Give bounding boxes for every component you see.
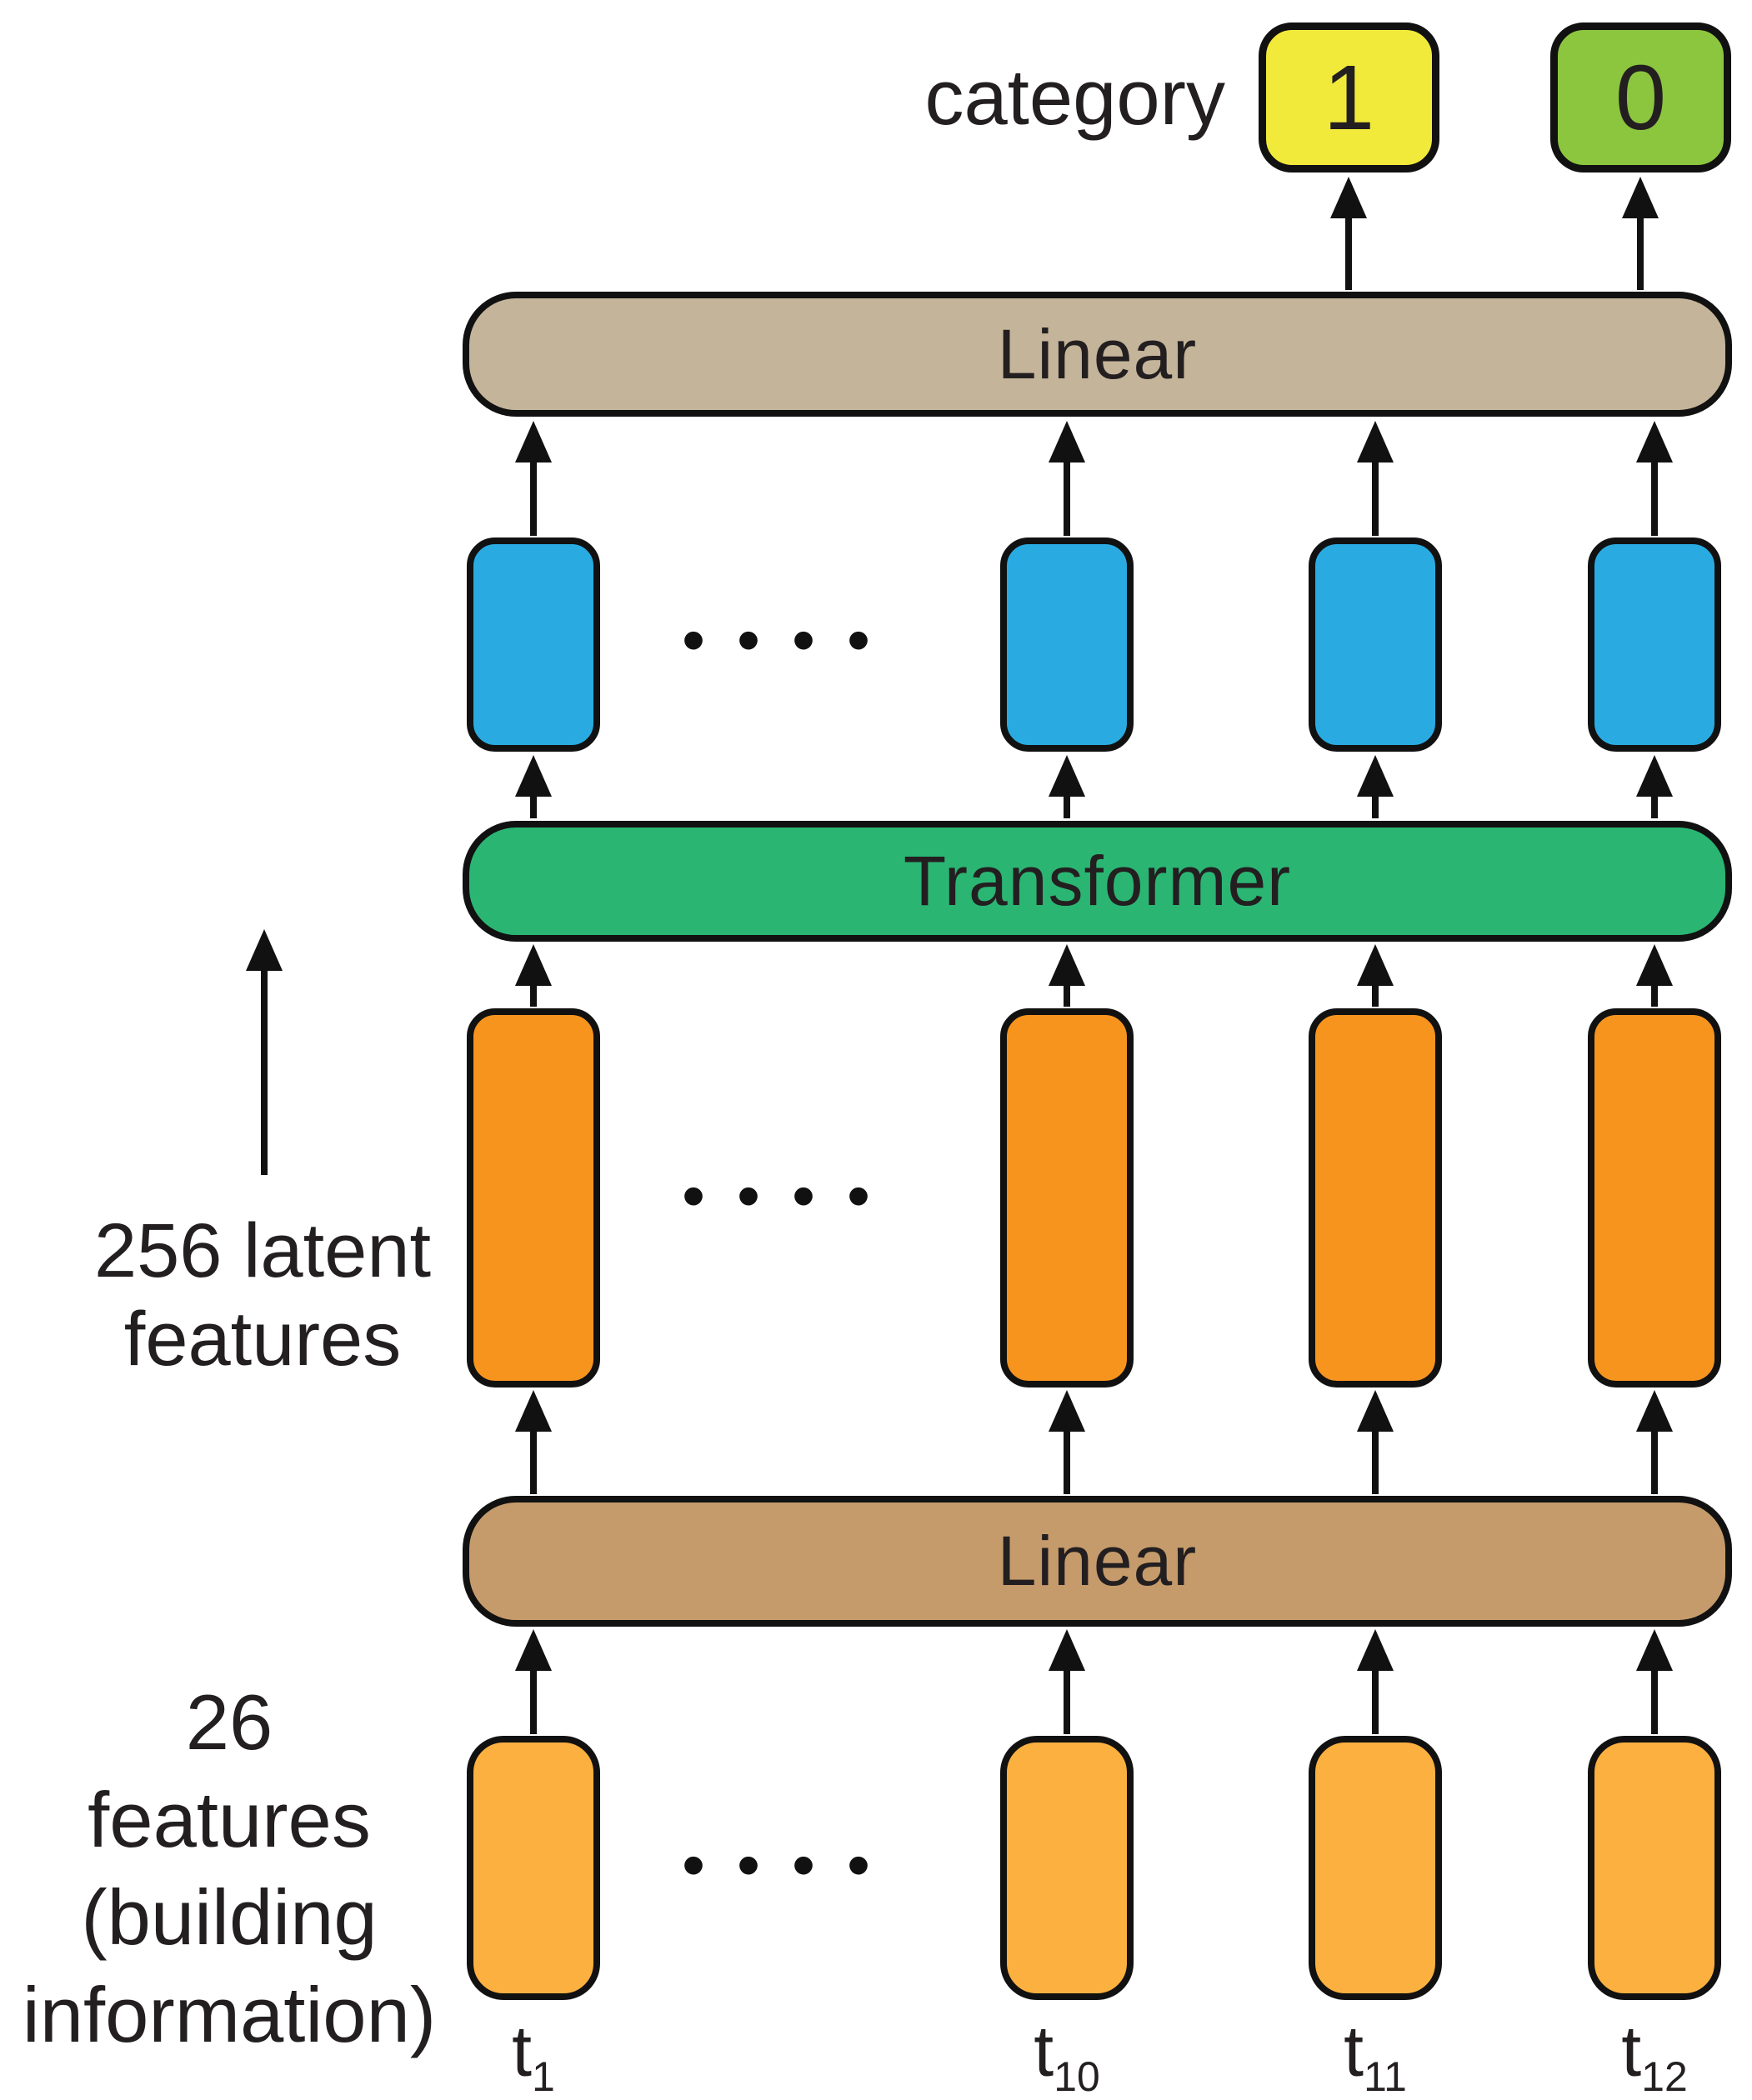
- linear-layer-bottom: Linear: [463, 1496, 1732, 1627]
- up-arrow-icon: [1049, 755, 1085, 818]
- arrow-shaft: [530, 778, 537, 818]
- input-features-label: 26 features (building information): [8, 1673, 450, 2063]
- up-arrow-icon: [515, 755, 552, 818]
- latent-token-box: [1309, 1008, 1442, 1388]
- category-value-1: 1: [1323, 46, 1375, 149]
- category-box-0: 0: [1550, 22, 1731, 172]
- up-arrow-icon: [1049, 1629, 1085, 1734]
- up-arrow-icon: [1330, 177, 1367, 290]
- timestep-label-t1: t1: [512, 2012, 555, 2100]
- timestep-label-t10: t10: [1034, 2012, 1100, 2100]
- arrow-shaft: [1064, 1413, 1070, 1494]
- linear-layer-top: Linear: [463, 292, 1732, 417]
- latent-features-label: 256 latent features: [46, 1207, 479, 1383]
- up-arrow-icon: [1357, 1629, 1394, 1734]
- arrow-shaft: [1651, 968, 1658, 1007]
- transformer-layer: Transformer: [463, 821, 1732, 942]
- up-arrow-icon: [1636, 1629, 1673, 1734]
- arrow-shaft: [1064, 968, 1070, 1007]
- latent-token-box: [1588, 1008, 1721, 1388]
- arrow-shaft: [1064, 444, 1070, 536]
- up-arrow-icon: [515, 944, 552, 1007]
- arrow-shaft: [1651, 1413, 1658, 1494]
- hidden-token-box: [467, 538, 600, 752]
- up-arrow-icon: [1357, 1390, 1394, 1494]
- arrow-shaft: [1372, 444, 1379, 536]
- linear-layer-bottom-label: Linear: [997, 1522, 1198, 1600]
- up-arrow-icon: [1357, 755, 1394, 818]
- linear-layer-top-label: Linear: [997, 314, 1198, 393]
- hidden-token-box: [1588, 538, 1721, 752]
- input-features-line4: information): [22, 1971, 437, 2058]
- arrow-shaft: [530, 444, 537, 536]
- input-features-line3: (building: [81, 1873, 378, 1961]
- ellipsis-dots: ••••: [681, 1828, 903, 1902]
- up-arrow-icon: [515, 1629, 552, 1734]
- category-label: category: [924, 53, 1225, 141]
- hidden-token-box: [1000, 538, 1134, 752]
- arrow-shaft: [1372, 1652, 1379, 1734]
- up-arrow-icon: [1049, 421, 1085, 536]
- category-box-1: 1: [1259, 22, 1439, 172]
- category-value-0: 0: [1614, 46, 1667, 149]
- input-token-box: [1309, 1736, 1442, 2000]
- input-token-box: [1000, 1736, 1134, 2000]
- up-arrow-icon: [1636, 755, 1673, 818]
- input-features-line2: features: [88, 1776, 371, 1863]
- up-arrow-icon: [1357, 944, 1394, 1007]
- input-token-box: [467, 1736, 600, 2000]
- arrow-shaft: [1372, 778, 1379, 818]
- transformer-layer-label: Transformer: [903, 842, 1292, 920]
- feature-flow-up-arrow-icon: [246, 929, 283, 1175]
- arrow-shaft: [530, 968, 537, 1007]
- up-arrow-icon: [515, 1390, 552, 1494]
- input-features-line1: 26: [185, 1678, 273, 1766]
- up-arrow-icon: [1622, 177, 1659, 290]
- latent-features-line2: features: [123, 1297, 402, 1382]
- up-arrow-icon: [1049, 1390, 1085, 1494]
- arrow-shaft: [261, 952, 268, 1175]
- hidden-token-box: [1309, 538, 1442, 752]
- up-arrow-icon: [515, 421, 552, 536]
- ellipsis-dots: ••••: [681, 602, 903, 677]
- up-arrow-icon: [1636, 944, 1673, 1007]
- latent-token-box: [1000, 1008, 1134, 1388]
- arrow-shaft: [1345, 200, 1352, 290]
- latent-token-box: [467, 1008, 600, 1388]
- arrow-shaft: [530, 1652, 537, 1734]
- timestep-label-t11: t11: [1344, 2012, 1407, 2100]
- arrow-shaft: [1372, 968, 1379, 1007]
- input-token-box: [1588, 1736, 1721, 2000]
- arrow-shaft: [1651, 778, 1658, 818]
- arrow-shaft: [1637, 200, 1644, 290]
- arrow-shaft: [530, 1413, 537, 1494]
- arrow-shaft: [1651, 1652, 1658, 1734]
- up-arrow-icon: [1357, 421, 1394, 536]
- up-arrow-icon: [1636, 421, 1673, 536]
- arrow-shaft: [1651, 444, 1658, 536]
- arrow-shaft: [1064, 1652, 1070, 1734]
- timestep-label-t12: t12: [1621, 2012, 1688, 2100]
- arrow-shaft: [1064, 778, 1070, 818]
- up-arrow-icon: [1049, 944, 1085, 1007]
- latent-features-line1: 256 latent: [93, 1208, 432, 1293]
- up-arrow-icon: [1636, 1390, 1673, 1494]
- ellipsis-dots: ••••: [681, 1158, 903, 1232]
- arrow-shaft: [1372, 1413, 1379, 1494]
